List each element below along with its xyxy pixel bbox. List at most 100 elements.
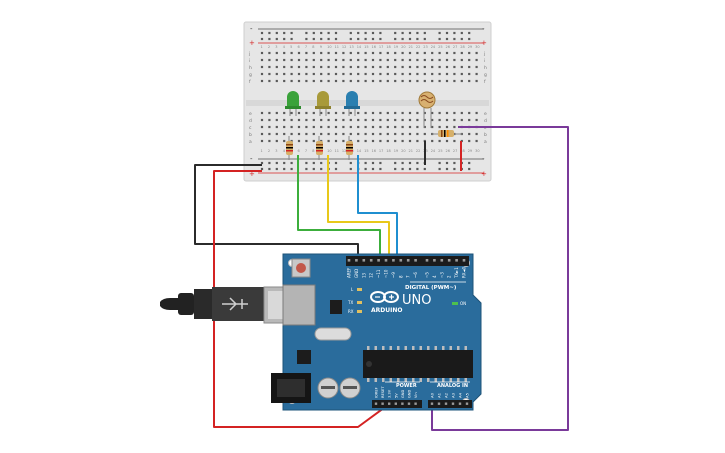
column-number: 20 — [401, 149, 405, 153]
column-number: 24 — [431, 45, 436, 49]
breadboard-hole — [268, 37, 271, 41]
breadboard-hole — [394, 79, 397, 83]
column-number: 12 — [342, 45, 346, 49]
column-number: 16 — [372, 45, 376, 49]
column-number: 4 — [283, 45, 286, 49]
breadboard-hole — [453, 37, 456, 41]
breadboard-hole — [342, 79, 345, 83]
chip-pin — [457, 346, 460, 350]
led-green — [285, 91, 301, 116]
breadboard-hole — [327, 118, 330, 122]
breadboard-hole — [379, 31, 382, 35]
breadboard-hole — [431, 79, 434, 83]
breadboard-hole — [386, 51, 389, 55]
rail-minus-label: - — [250, 155, 253, 163]
breadboard-hole — [394, 37, 397, 41]
breadboard-hole — [334, 58, 338, 62]
analog-header — [428, 400, 472, 408]
breadboard-hole — [453, 125, 456, 129]
breadboard-hole — [423, 79, 426, 83]
breadboard-hole — [475, 139, 478, 143]
row-letter: h — [484, 65, 487, 71]
breadboard-hole — [260, 111, 264, 115]
breadboard-hole — [401, 167, 404, 171]
column-number: 12 — [342, 149, 346, 153]
header-pin — [458, 402, 462, 405]
breadboard-hole — [305, 58, 308, 62]
rail-plus-label: + — [249, 39, 255, 47]
breadboard-hole — [305, 31, 308, 35]
column-number: 21 — [409, 45, 413, 49]
column-number: 26 — [446, 149, 450, 153]
row-letter: f — [249, 79, 251, 85]
breadboard-hole — [401, 58, 404, 62]
column-number: 9 — [320, 45, 322, 49]
breadboard-hole — [386, 79, 389, 83]
breadboard-hole — [268, 139, 271, 143]
breadboard-hole — [394, 65, 397, 69]
breadboard-hole — [283, 72, 286, 76]
breadboard-hole — [475, 65, 478, 69]
column-number: 21 — [409, 149, 413, 153]
led-label-rx: RX — [348, 309, 354, 314]
column-number: 18 — [386, 45, 390, 49]
column-number: 3 — [275, 149, 277, 153]
breadboard-hole — [445, 139, 449, 143]
led-label-tx: TX — [347, 300, 353, 305]
breadboard-hole — [268, 79, 271, 83]
power-pin-label: IOREF — [375, 387, 379, 398]
breadboard-hole — [283, 139, 286, 143]
breadboard-hole — [408, 132, 412, 136]
breadboard-hole — [334, 118, 338, 122]
breadboard-hole — [445, 65, 449, 69]
breadboard-hole — [423, 125, 426, 129]
digital-pin-label: ~5 — [425, 272, 430, 278]
breadboard-hole — [379, 37, 382, 41]
breadboard-hole — [401, 118, 404, 122]
header-pin — [444, 402, 448, 405]
breadboard-hole — [283, 51, 286, 55]
breadboard-hole — [275, 161, 278, 165]
breadboard-hole — [320, 167, 323, 171]
digital-pin-label: GND — [354, 269, 359, 278]
row-letter: c — [484, 126, 487, 131]
rail-minus-label: - — [482, 25, 485, 33]
breadboard-hole — [416, 161, 419, 165]
breadboard-hole — [379, 139, 382, 143]
breadboard-hole — [297, 132, 301, 136]
breadboard-hole — [275, 125, 278, 129]
breadboard-hole — [416, 111, 419, 115]
breadboard-hole — [320, 65, 323, 69]
column-number: 13 — [349, 45, 353, 49]
breadboard-hole — [275, 31, 278, 35]
breadboard-hole — [334, 161, 338, 165]
breadboard-hole — [408, 65, 412, 69]
breadboard-hole — [290, 51, 293, 55]
row-letter: f — [484, 79, 486, 85]
breadboard-hole — [334, 79, 338, 83]
breadboard-hole — [475, 132, 478, 136]
breadboard-hole — [290, 72, 293, 76]
breadboard-hole — [386, 72, 389, 76]
breadboard-holes: jjiihhggffeeddccbbaa11223344556677889910… — [248, 31, 487, 171]
breadboard-hole — [408, 161, 412, 165]
breadboard-hole — [364, 72, 367, 76]
breadboard-hole — [423, 37, 426, 41]
reset-button-cap[interactable] — [296, 263, 306, 273]
breadboard-hole — [260, 37, 264, 41]
breadboard-hole — [445, 111, 449, 115]
breadboard-hole — [334, 37, 338, 41]
breadboard-hole — [386, 132, 389, 136]
resistor — [346, 136, 353, 160]
breadboard-hole — [312, 31, 315, 35]
chip-pin — [434, 346, 437, 350]
breadboard-hole — [394, 58, 397, 62]
column-number: 22 — [416, 149, 420, 153]
breadboard-hole — [327, 37, 330, 41]
breadboard-hole — [379, 167, 382, 171]
breadboard-hole — [460, 79, 463, 83]
breadboard-hole — [357, 139, 360, 143]
breadboard-hole — [401, 139, 404, 143]
analog-header-pins — [430, 402, 469, 405]
breadboard-hole — [408, 72, 412, 76]
